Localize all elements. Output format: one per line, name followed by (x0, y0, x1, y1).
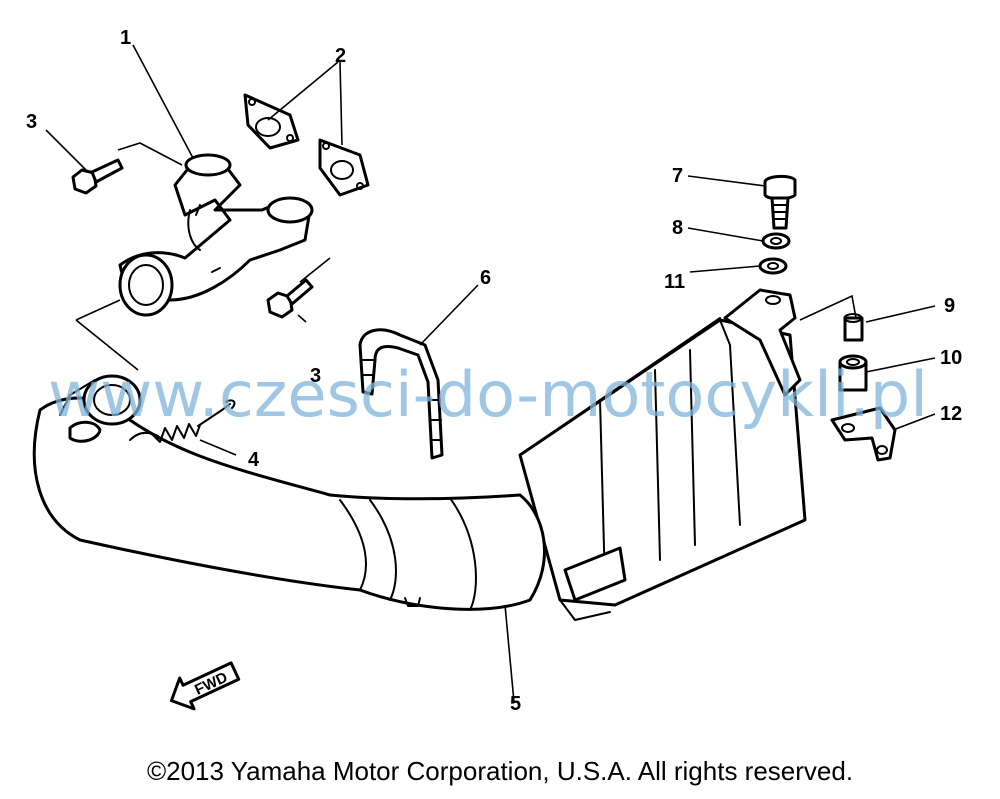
callout-2: 2 (335, 45, 346, 67)
washer-11 (758, 257, 788, 275)
callout-8: 8 (672, 217, 683, 239)
mount-bracket (830, 406, 897, 462)
callout-4: 4 (248, 449, 260, 471)
callout-12: 12 (940, 403, 962, 425)
callout-6: 6 (480, 267, 491, 289)
callout-10: 10 (940, 347, 962, 369)
copyright-notice: ©2013 Yamaha Motor Corporation, U.S.A. A… (146, 756, 854, 786)
bolt-lower (266, 278, 314, 319)
gasket-upper (243, 93, 300, 150)
washer-8 (761, 232, 791, 250)
callout-5: 5 (510, 693, 521, 715)
pipe-clamp (68, 420, 102, 443)
diagram-canvas: FWD 1 2 3 3 4 5 6 7 8 9 10 11 12 (26, 27, 962, 715)
callout-3-upper: 3 (26, 111, 37, 133)
collar (843, 313, 864, 342)
callout-11: 11 (664, 271, 685, 293)
bolt-top (763, 174, 797, 230)
gasket-lower (318, 138, 370, 197)
callout-labels: 1 2 3 3 4 5 6 7 8 9 10 11 12 (26, 27, 962, 715)
callout-9: 9 (944, 295, 955, 317)
callout-3-lower: 3 (310, 365, 321, 387)
callout-7: 7 (672, 165, 683, 187)
damper (838, 354, 868, 392)
exhaust-pipe (32, 374, 546, 611)
fwd-arrow: FWD (169, 661, 241, 711)
muffler-bracket (723, 288, 802, 397)
bolt-upper (71, 158, 124, 195)
watermark: www.czesci-do-motocykli.pl (48, 358, 928, 431)
leader-lines (45, 44, 936, 703)
spring (129, 399, 236, 443)
exhaust-manifold (118, 153, 314, 317)
muffler (518, 317, 807, 621)
breather-hose (358, 328, 444, 460)
callout-1: 1 (120, 27, 131, 49)
